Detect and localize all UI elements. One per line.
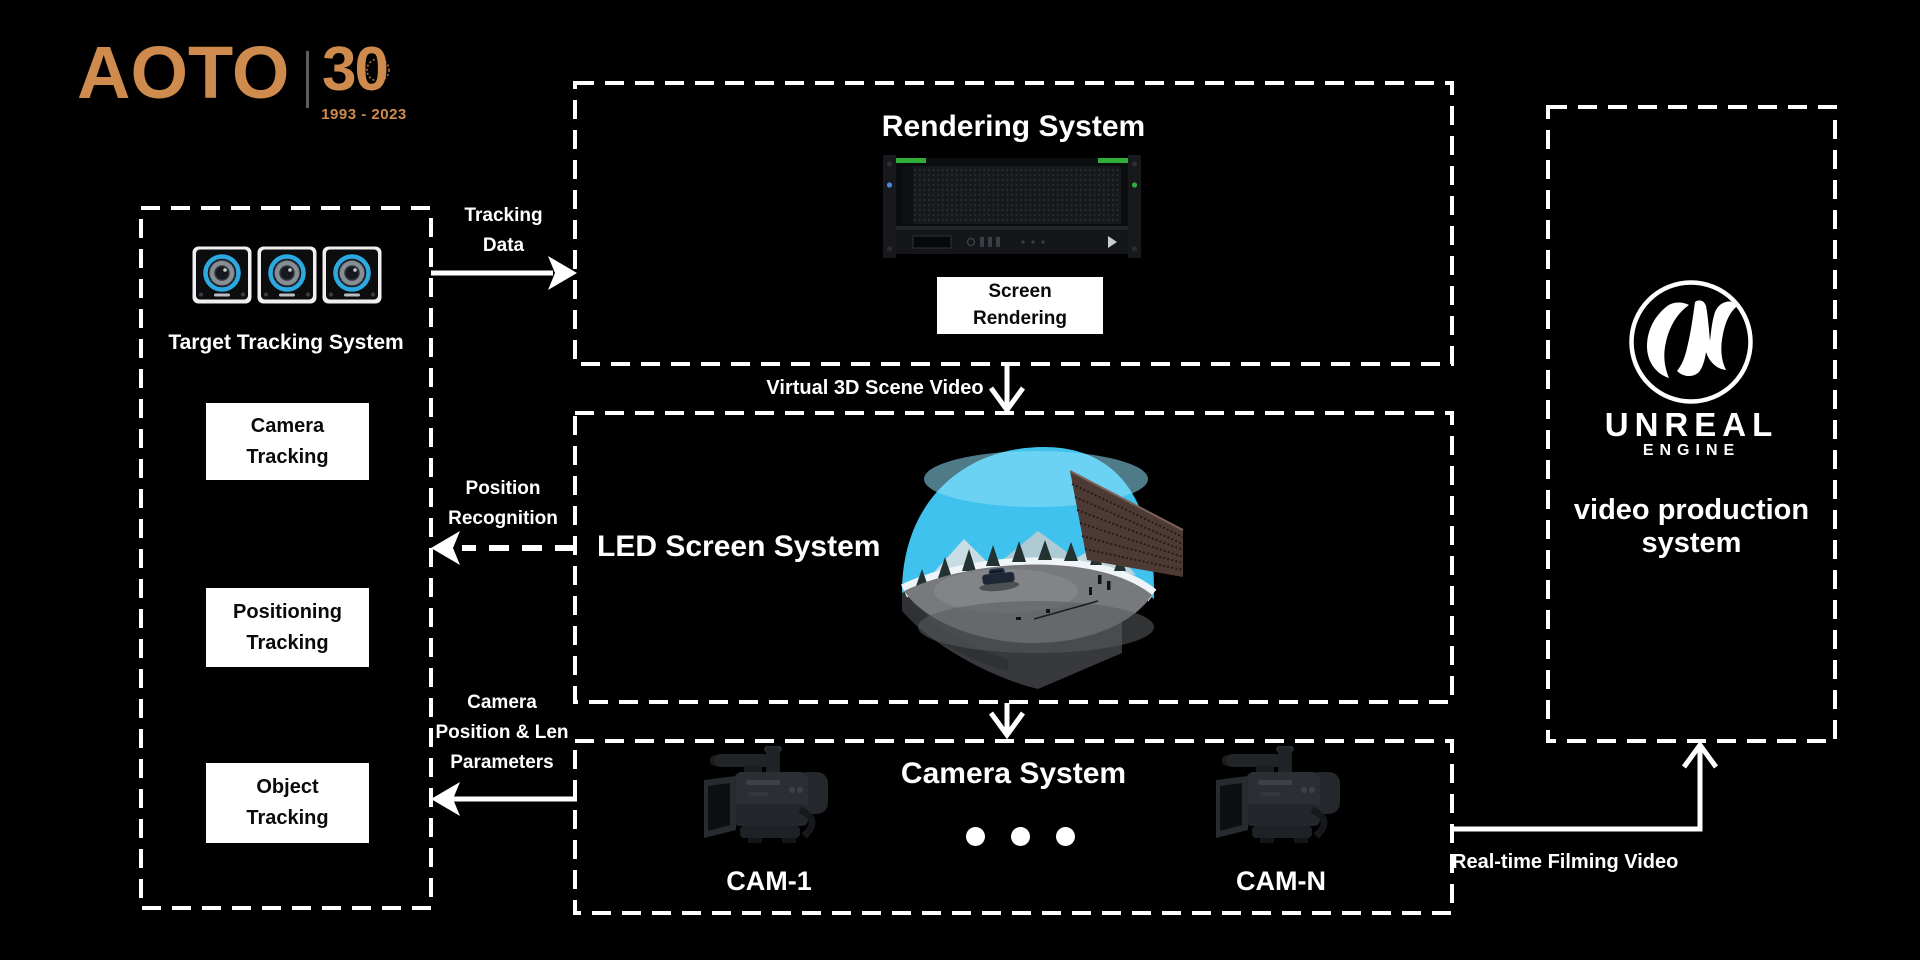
tracking-sensor-row (192, 246, 382, 306)
rendering-system-title: Rendering System (881, 110, 1146, 143)
rendering-system-box-border (573, 81, 1454, 366)
logo-divider (306, 51, 309, 108)
engine-wordmark: ENGINE (1642, 442, 1741, 459)
unreal-engine-logo (1629, 280, 1753, 404)
camera-tracking-box: Camera Tracking (206, 403, 369, 480)
camera-tracking-line1: Camera (250, 414, 325, 437)
cam1-label: CAM-1 (726, 866, 812, 896)
realtime-filming-label: Real-time Filming Video (1452, 851, 1679, 873)
camera-system-title: Camera System (900, 757, 1127, 790)
positioning-tracking-line2: Tracking (246, 631, 329, 654)
led-screen-system-title: LED Screen System (597, 530, 881, 563)
tracking-camera-icon (322, 246, 382, 304)
camcorder-icon-camN (1216, 746, 1340, 843)
led-screen-system-box-border (573, 411, 1454, 704)
ellipsis-dot (1056, 827, 1075, 846)
screen-rendering-line1: Screen (988, 280, 1052, 302)
aoto-logo: AOTO (77, 31, 290, 114)
ellipsis-dot (966, 827, 985, 846)
ellipsis-dot (1011, 827, 1030, 846)
camN-label: CAM-N (1236, 866, 1326, 896)
more-cameras-ellipsis (966, 827, 1075, 846)
server-image (883, 155, 1141, 258)
tracking-camera-icon (192, 246, 252, 304)
positioning-tracking-box: Positioning Tracking (206, 588, 369, 667)
camcorder-icon-cam1 (704, 746, 828, 843)
screen-rendering-box: Screen Rendering (937, 277, 1103, 334)
anniversary-years: 1993 - 2023 (321, 106, 407, 123)
arrow-position-recognition (431, 531, 575, 565)
led-volume-image (901, 447, 1184, 689)
position-recognition-label: Position Recognition (448, 478, 558, 529)
arrow-virtual-scene-down (988, 366, 1026, 415)
svg-text:30: 30 (322, 35, 387, 104)
video-production-line1: video production (1573, 494, 1810, 526)
screen-rendering-line2: Rendering (973, 307, 1067, 329)
camera-params-label: Camera Position & Len Parameters (435, 692, 569, 773)
video-production-box-border (1546, 105, 1837, 743)
positioning-tracking-line1: Positioning (233, 600, 342, 623)
object-tracking-line2: Tracking (246, 807, 329, 829)
camera-tracking-line2: Tracking (246, 445, 329, 468)
anniversary-30-icon: 30 (322, 35, 390, 104)
arrow-led-to-camera-down (988, 703, 1026, 740)
object-tracking-line1: Object (256, 776, 319, 798)
target-tracking-box-border (139, 206, 433, 910)
tracking-data-label: Tracking Data (464, 205, 543, 256)
target-tracking-title: Target Tracking System (168, 331, 404, 354)
object-tracking-box: Object Tracking (206, 763, 369, 843)
arrow-camera-params (431, 782, 577, 816)
arrow-tracking-data (431, 256, 577, 290)
unreal-wordmark: UNREAL (1604, 406, 1779, 443)
video-production-line2: system (1641, 527, 1742, 559)
tracking-camera-icon (257, 246, 317, 304)
arrow-realtime-filming (1451, 740, 1719, 832)
virtual-scene-label: Virtual 3D Scene Video (766, 377, 984, 399)
